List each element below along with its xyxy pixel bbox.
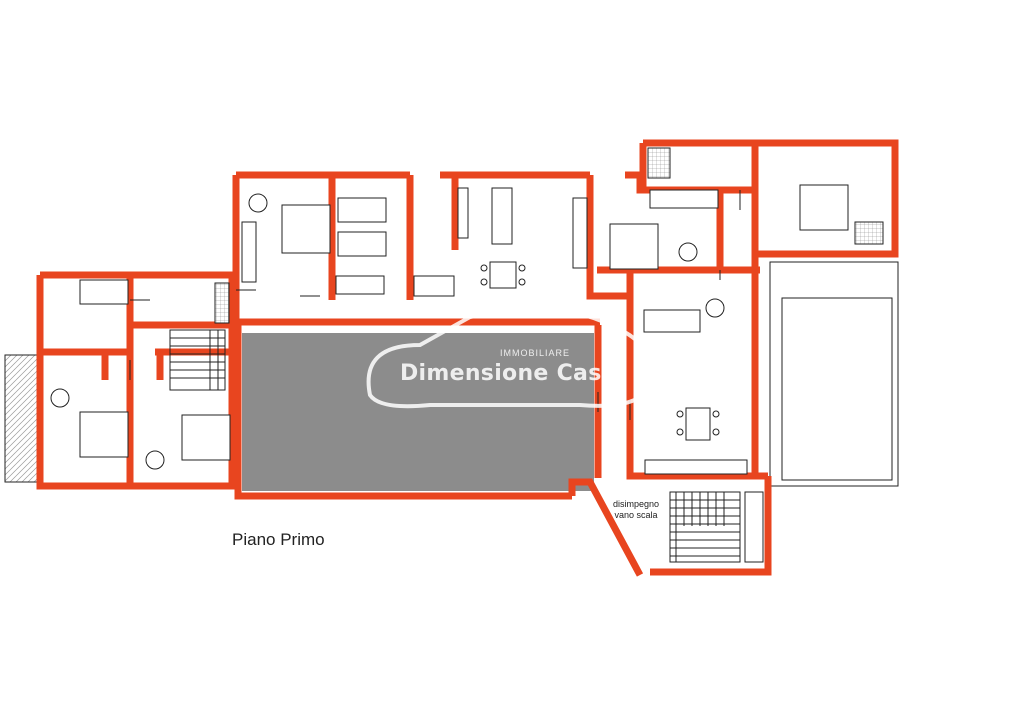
doors <box>129 190 741 420</box>
bathrooms <box>214 147 884 324</box>
floor-label: Piano Primo <box>232 530 325 549</box>
balcony-left <box>4 354 40 483</box>
terrace-inner <box>781 297 893 481</box>
stair <box>669 491 764 563</box>
stair-label: disimpegno vano scala <box>606 499 666 521</box>
terrace <box>769 261 899 487</box>
stair-label-text: disimpegno vano scala <box>612 499 660 520</box>
furniture <box>50 187 748 475</box>
watermark-brand: Dimensione Casa <box>400 361 617 386</box>
courtyard <box>242 333 594 491</box>
inner-stair <box>169 329 226 391</box>
walls <box>36 139 899 577</box>
watermark-logo <box>366 307 654 409</box>
watermark-subtitle: IMMOBILIARE <box>500 348 571 358</box>
beds <box>79 184 849 461</box>
